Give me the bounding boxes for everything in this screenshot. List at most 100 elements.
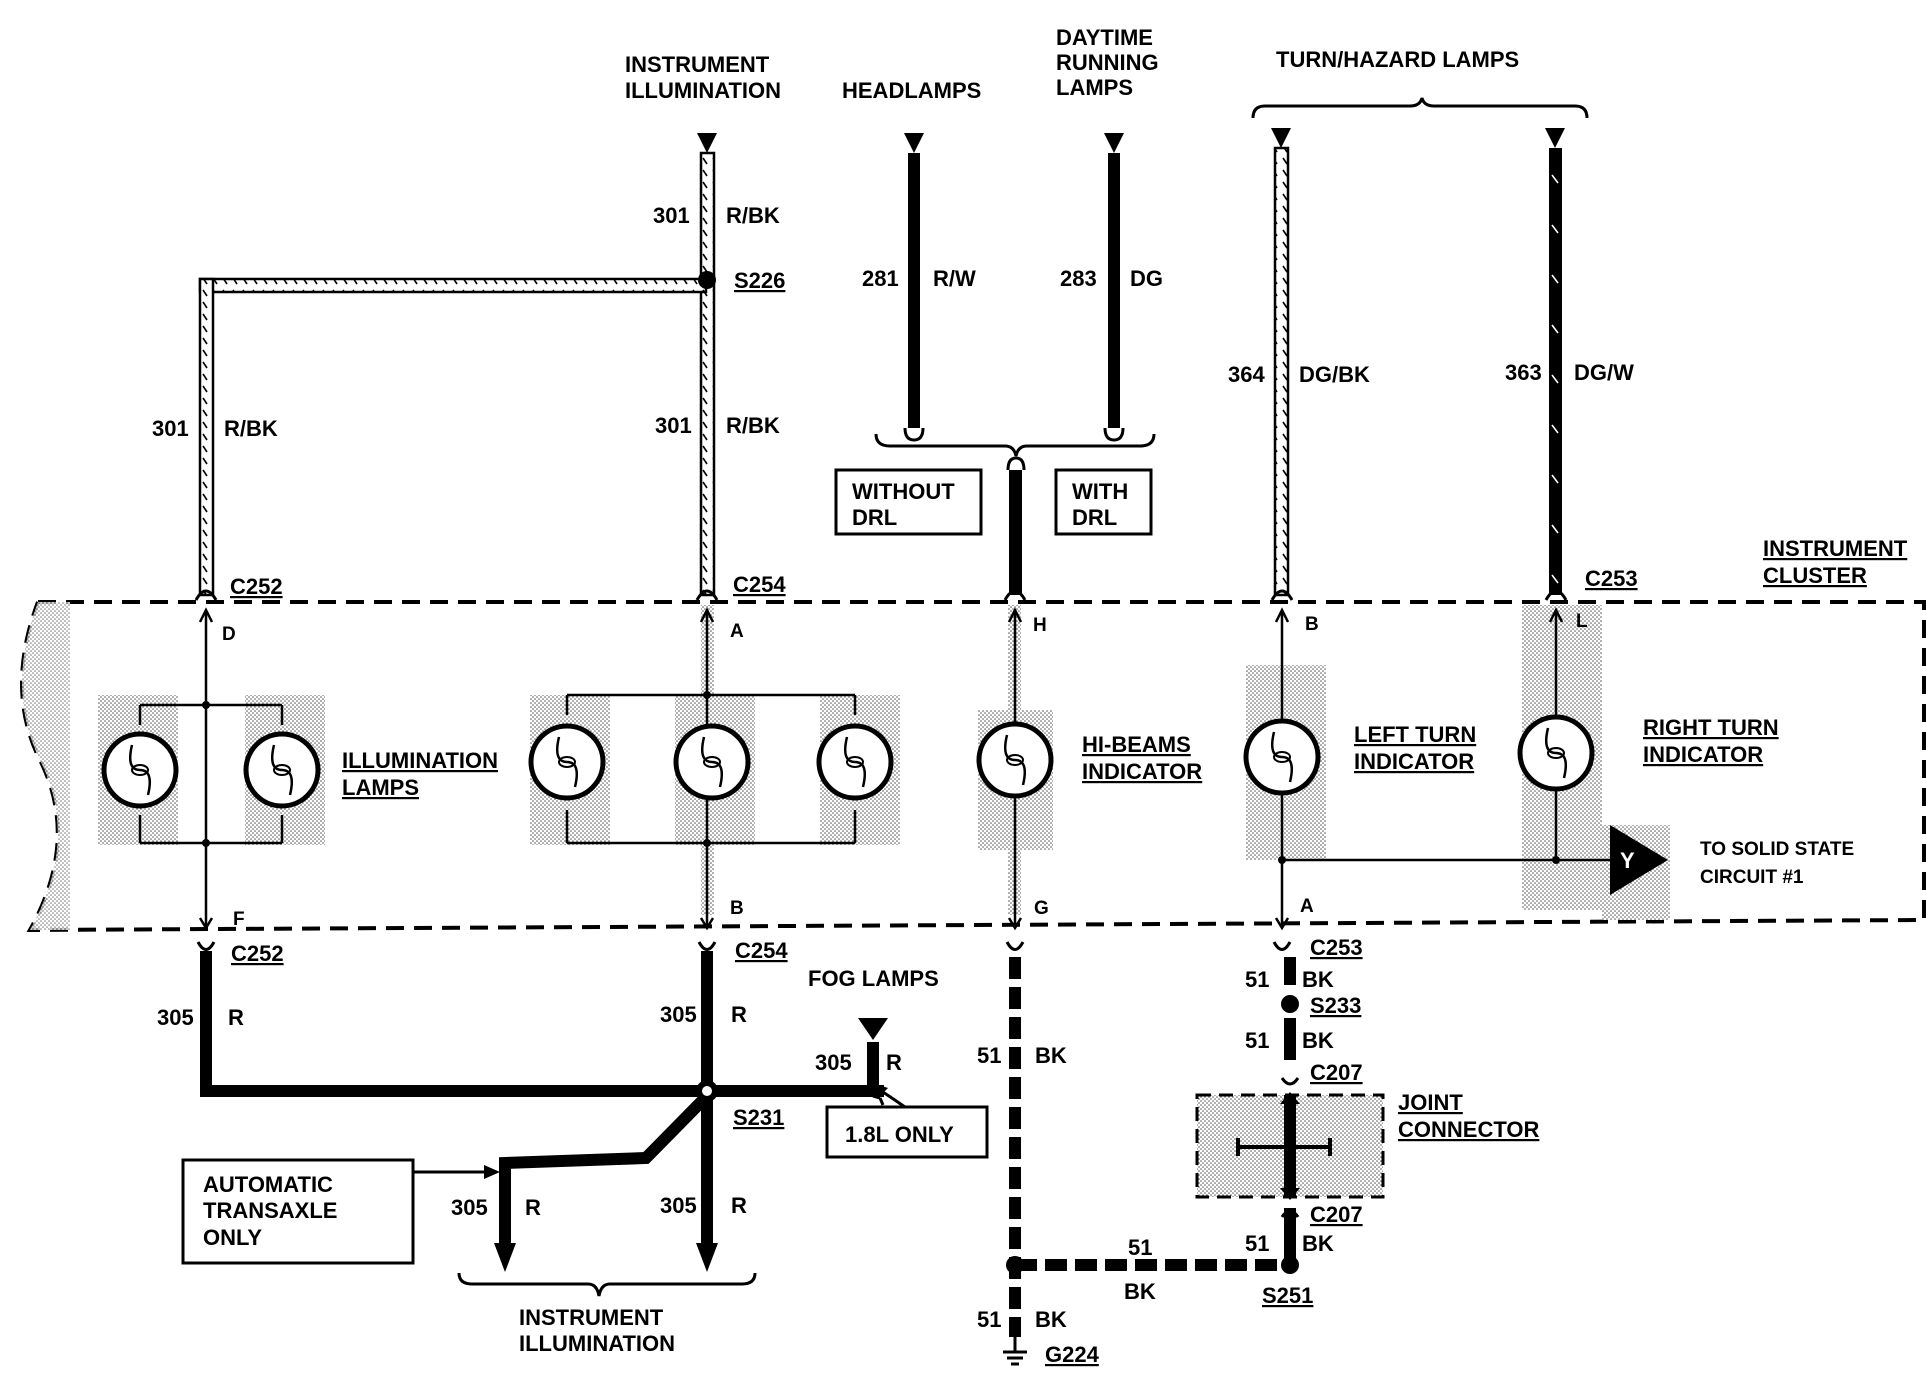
instrument-cluster-boundary: [20, 600, 1926, 933]
cluster-junction-dots: [202, 691, 1560, 864]
svg-text:WITH: WITH: [1072, 479, 1128, 504]
connector-c252-bot: C252: [196, 941, 284, 966]
s231-label: S231: [733, 1105, 784, 1130]
hi-beams-1: HI-BEAMS: [1082, 732, 1191, 757]
left-turn-1: LEFT TURN: [1354, 722, 1476, 747]
bottom-illumination-2: ILLUMINATION: [519, 1331, 675, 1356]
connector-c253-bot: C253: [1272, 935, 1363, 960]
bulb-right-turn: [1517, 714, 1595, 792]
wire-281: [908, 153, 920, 428]
w301-top-num: 301: [653, 203, 690, 228]
bulb-illumination-3: [528, 723, 606, 801]
ground-symbol: [1003, 1337, 1027, 1366]
w305-fog-color: R: [886, 1050, 902, 1075]
left-turn-2: INDICATOR: [1354, 749, 1474, 774]
w305-left-color: R: [228, 1005, 244, 1030]
box-1-8l-only: 1.8L ONLY: [825, 1084, 989, 1159]
source-headlamps: HEADLAMPS: [842, 78, 981, 103]
hi-beams-2: INDICATOR: [1082, 759, 1202, 784]
source-arrows: [697, 128, 1565, 153]
svg-text:C207: C207: [1310, 1060, 1363, 1085]
svg-text:DRL: DRL: [1072, 505, 1117, 530]
svg-text:C253: C253: [1310, 935, 1363, 960]
pin-a-top: A: [730, 621, 744, 642]
cluster-title-line1: INSTRUMENT: [1763, 536, 1908, 561]
w281-num: 281: [862, 266, 899, 291]
splice-ground-dot: [1006, 1256, 1024, 1274]
w51-horiz-color: BK: [1124, 1279, 1156, 1304]
joint-connector: [1195, 1092, 1385, 1200]
box-with-drl: WITH DRL: [1054, 468, 1153, 536]
w364-num: 364: [1228, 362, 1265, 387]
w51-s233-color: BK: [1302, 1028, 1334, 1053]
svg-text:C253: C253: [1585, 566, 1638, 591]
wire-364: [1273, 146, 1290, 597]
ground-label: G224: [1045, 1342, 1100, 1367]
svg-text:1.8L ONLY: 1.8L ONLY: [845, 1122, 954, 1147]
w301-left-num: 301: [152, 416, 189, 441]
w363-num: 363: [1505, 360, 1542, 385]
w281-color: R/W: [933, 266, 976, 291]
w283-num: 283: [1060, 266, 1097, 291]
source-drl-2: RUNNING: [1056, 50, 1159, 75]
svg-text:AUTOMATIC: AUTOMATIC: [203, 1172, 333, 1197]
s226-label: S226: [734, 268, 785, 293]
w51-g224-num: 51: [977, 1307, 1001, 1332]
bulb-hi-beams: [976, 721, 1054, 799]
w364-color: DG/BK: [1299, 362, 1370, 387]
illumination-lamps-1: ILLUMINATION: [342, 748, 498, 773]
w305-fog-num: 305: [815, 1050, 852, 1075]
wire-363: [1549, 148, 1562, 595]
pin-b-top: B: [1305, 614, 1319, 635]
cluster-title-line2: CLUSTER: [1763, 563, 1867, 588]
fog-lamps-label: FOG LAMPS: [808, 966, 939, 991]
pin-g: G: [1034, 898, 1049, 919]
w305-auto-num: 305: [451, 1195, 488, 1220]
svg-text:C252: C252: [231, 941, 284, 966]
bottom-illumination-1: INSTRUMENT: [519, 1305, 664, 1330]
w305-auto-color: R: [525, 1195, 541, 1220]
wire-301-vertical: [699, 151, 716, 597]
box-without-drl: WITHOUT DRL: [834, 468, 983, 536]
wire-281-end: [903, 427, 925, 442]
pin-f: F: [233, 909, 245, 930]
w51-c207-num: 51: [1245, 1231, 1269, 1256]
w51-s233-num: 51: [1245, 1028, 1269, 1053]
wire-363-stripes: [1551, 174, 1559, 584]
w305-bottom-color: R: [731, 1193, 747, 1218]
w51-c253-num: 51: [1245, 967, 1269, 992]
solid-state-1: TO SOLID STATE: [1700, 839, 1854, 860]
w301-mid-color: R/BK: [726, 413, 780, 438]
svg-text:DRL: DRL: [852, 505, 897, 530]
w305-left-num: 305: [157, 1005, 194, 1030]
w305-mid-color: R: [731, 1002, 747, 1027]
svg-text:C252: C252: [230, 574, 283, 599]
right-turn-2: INDICATOR: [1643, 742, 1763, 767]
right-turn-1: RIGHT TURN: [1643, 715, 1779, 740]
w301-top-color: R/BK: [726, 203, 780, 228]
w305-bottom-num: 305: [660, 1193, 697, 1218]
s233-label: S233: [1310, 993, 1361, 1018]
wire-305-arrowheads: [494, 1018, 888, 1272]
w305-mid-num: 305: [660, 1002, 697, 1027]
connector-c254-bot: C254: [697, 938, 788, 963]
svg-text:C207: C207: [1310, 1202, 1363, 1227]
wire-283: [1108, 153, 1120, 428]
pin-a-bot: A: [1300, 896, 1314, 917]
pin-d: D: [222, 624, 236, 645]
joint-connector-1: JOINT: [1398, 1090, 1463, 1115]
w51-c253-color: BK: [1302, 967, 1334, 992]
bulb-illumination-4: [673, 723, 751, 801]
w363-color: DG/W: [1574, 360, 1634, 385]
w51-g-num: 51: [977, 1043, 1001, 1068]
pin-b-bot: B: [730, 898, 744, 919]
solid-state-arrow: Y: [1610, 825, 1668, 895]
connector-hi-beam-top: [1003, 589, 1027, 601]
source-instrument-illumination-1: INSTRUMENT: [625, 52, 770, 77]
pin-l: L: [1576, 611, 1588, 632]
svg-text:WITHOUT: WITHOUT: [852, 479, 955, 504]
w51-g-color: BK: [1035, 1043, 1067, 1068]
drl-selection-brace: [874, 433, 1156, 457]
svg-text:Y: Y: [1620, 848, 1635, 873]
